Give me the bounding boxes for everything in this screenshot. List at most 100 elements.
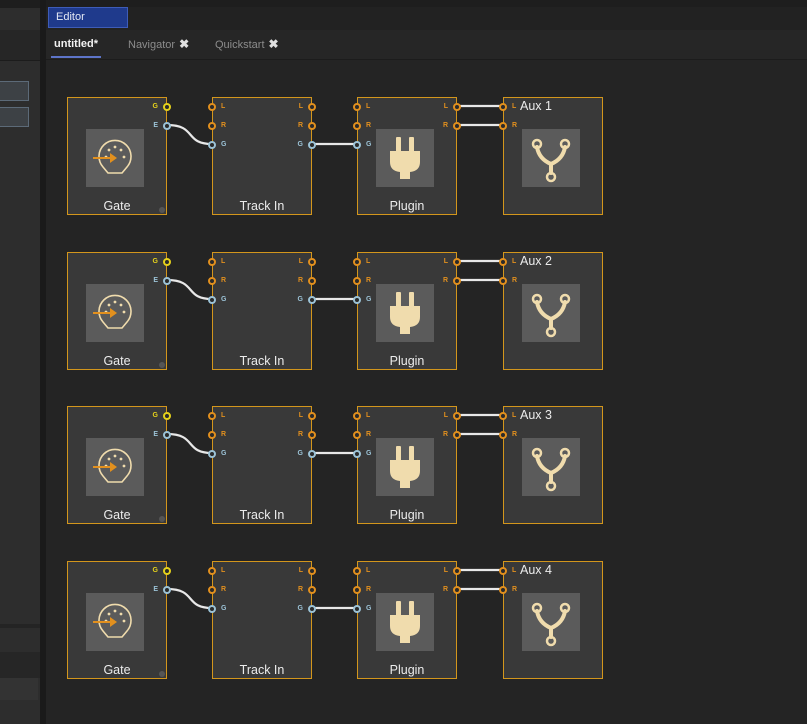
port-label-l: L xyxy=(512,103,517,110)
port-l[interactable] xyxy=(353,412,361,420)
port-r[interactable] xyxy=(308,277,316,285)
port-l[interactable] xyxy=(453,412,461,420)
port-r[interactable] xyxy=(208,122,216,130)
port-l[interactable] xyxy=(208,567,216,575)
port-g[interactable] xyxy=(353,605,361,613)
tab-quickstart[interactable]: Quickstart✖ xyxy=(215,30,279,59)
port-l[interactable] xyxy=(453,103,461,111)
port-e[interactable] xyxy=(163,586,171,594)
port-r[interactable] xyxy=(308,431,316,439)
port-l[interactable] xyxy=(308,567,316,575)
resize-handle[interactable] xyxy=(159,207,165,213)
port-l[interactable] xyxy=(353,258,361,266)
close-icon[interactable]: ✖ xyxy=(268,37,279,51)
port-r[interactable] xyxy=(308,586,316,594)
port-l[interactable] xyxy=(499,103,507,111)
port-e[interactable] xyxy=(163,277,171,285)
port-l[interactable] xyxy=(353,103,361,111)
port-g[interactable] xyxy=(308,141,316,149)
wire-gate-to-track[interactable] xyxy=(166,587,213,610)
port-e[interactable] xyxy=(163,122,171,130)
port-g[interactable] xyxy=(308,605,316,613)
port-r[interactable] xyxy=(453,586,461,594)
port-g[interactable] xyxy=(308,450,316,458)
left-panel-field-2[interactable] xyxy=(0,107,29,127)
port-l[interactable] xyxy=(208,103,216,111)
port-r[interactable] xyxy=(208,586,216,594)
port-l[interactable] xyxy=(499,567,507,575)
wire-gate-to-track[interactable] xyxy=(166,278,213,301)
port-l[interactable] xyxy=(353,567,361,575)
resize-handle[interactable] xyxy=(159,362,165,368)
port-r[interactable] xyxy=(499,122,507,130)
port-g[interactable] xyxy=(308,296,316,304)
port-r[interactable] xyxy=(208,431,216,439)
port-l[interactable] xyxy=(308,258,316,266)
port-r[interactable] xyxy=(499,586,507,594)
tab-untitled[interactable]: untitled* xyxy=(51,30,101,59)
port-r[interactable] xyxy=(453,431,461,439)
wire-gate-to-track[interactable] xyxy=(166,432,213,455)
port-r[interactable] xyxy=(353,431,361,439)
port-l[interactable] xyxy=(499,258,507,266)
port-g[interactable] xyxy=(163,412,171,420)
port-g[interactable] xyxy=(208,141,216,149)
port-r[interactable] xyxy=(353,122,361,130)
port-r[interactable] xyxy=(453,277,461,285)
wire-gate-to-track[interactable] xyxy=(166,123,213,146)
port-l[interactable] xyxy=(208,258,216,266)
port-g[interactable] xyxy=(208,296,216,304)
port-g[interactable] xyxy=(163,103,171,111)
port-l[interactable] xyxy=(308,412,316,420)
port-r[interactable] xyxy=(308,122,316,130)
tab-quickstart-label: Quickstart xyxy=(215,39,265,51)
port-e[interactable] xyxy=(163,431,171,439)
port-r[interactable] xyxy=(453,122,461,130)
port-r[interactable] xyxy=(208,277,216,285)
left-panel-field-1[interactable] xyxy=(0,81,29,101)
resize-handle[interactable] xyxy=(159,516,165,522)
port-g[interactable] xyxy=(353,450,361,458)
port-label-r: R xyxy=(297,586,303,593)
port-l[interactable] xyxy=(308,103,316,111)
port-r[interactable] xyxy=(499,431,507,439)
editor-tab[interactable]: Editor xyxy=(48,7,128,28)
port-g[interactable] xyxy=(353,296,361,304)
port-label-r: R xyxy=(366,122,372,129)
port-l[interactable] xyxy=(453,567,461,575)
port-r[interactable] xyxy=(353,277,361,285)
port-g[interactable] xyxy=(208,605,216,613)
close-icon[interactable]: ✖ xyxy=(179,37,190,51)
tab-navigator[interactable]: Navigator✖ xyxy=(128,30,189,59)
port-r[interactable] xyxy=(353,586,361,594)
left-panel-footer-field[interactable] xyxy=(0,678,38,700)
panel-splitter[interactable] xyxy=(40,0,46,724)
port-l[interactable] xyxy=(453,258,461,266)
plugin-icon-box xyxy=(376,438,434,496)
port-g[interactable] xyxy=(353,141,361,149)
port-r[interactable] xyxy=(499,277,507,285)
port-l[interactable] xyxy=(208,412,216,420)
port-l[interactable] xyxy=(499,412,507,420)
resize-handle[interactable] xyxy=(159,671,165,677)
port-g[interactable] xyxy=(163,567,171,575)
port-g[interactable] xyxy=(208,450,216,458)
port-g[interactable] xyxy=(163,258,171,266)
